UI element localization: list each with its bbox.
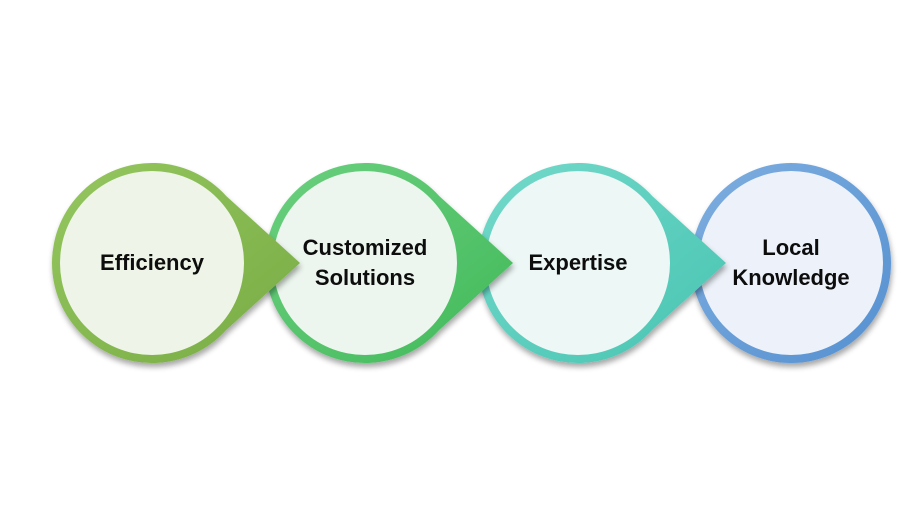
- node-label-customized-solutions: Customized Solutions: [302, 235, 428, 290]
- shapes-layer: [51, 162, 891, 363]
- node-local-knowledge: [691, 163, 891, 363]
- node-fill-expertise: [486, 171, 670, 355]
- node-label-efficiency: Efficiency: [100, 250, 204, 275]
- node-efficiency: [51, 162, 301, 363]
- node-fill-efficiency: [60, 171, 244, 355]
- node-customized-solutions: [264, 162, 513, 363]
- node-fill-local-knowledge: [699, 171, 883, 355]
- node-expertise: [477, 162, 726, 363]
- node-fill-customized-solutions: [273, 171, 457, 355]
- node-label-expertise: Expertise: [528, 250, 628, 275]
- node-label-local-knowledge: Local Knowledge: [732, 235, 850, 290]
